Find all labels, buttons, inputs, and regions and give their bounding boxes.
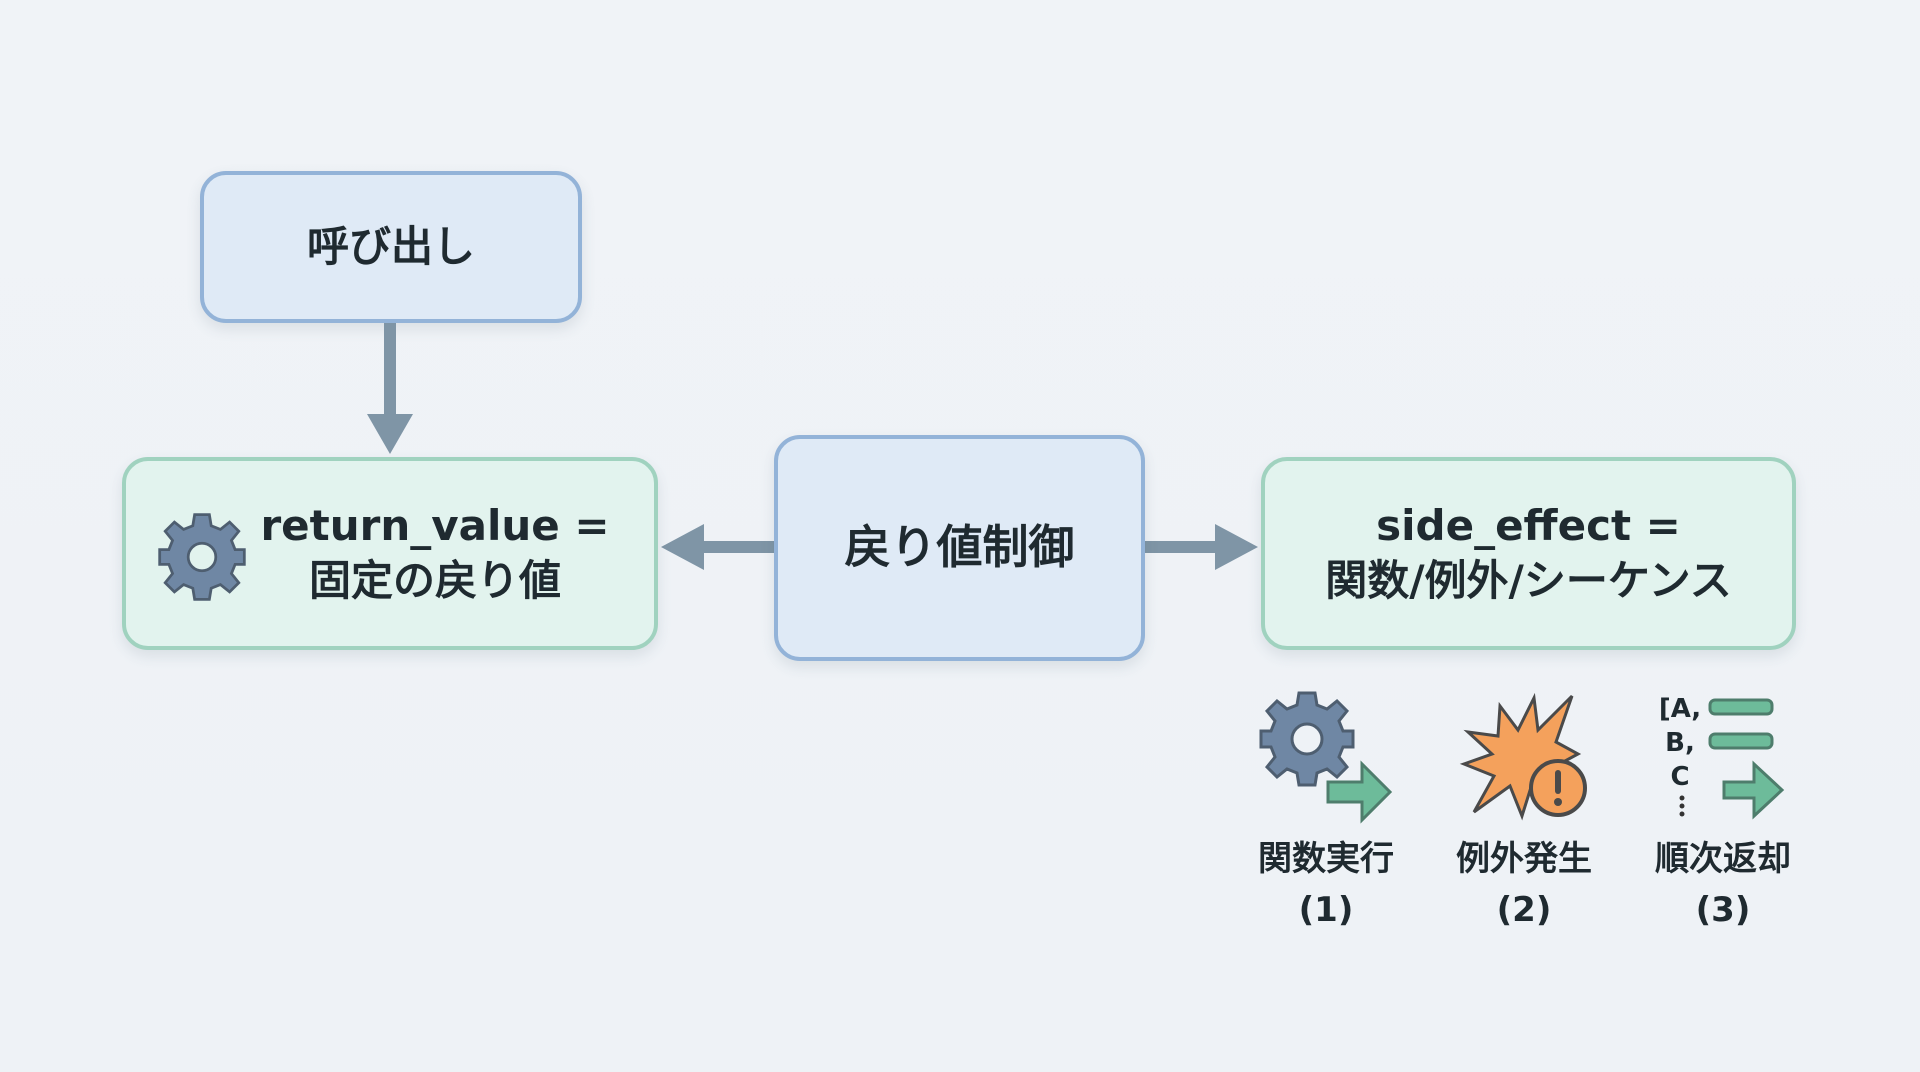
control-node: 戻り値制御	[774, 435, 1145, 661]
option-function: 関数実行 (1)	[1226, 834, 1426, 936]
seq-b: B,	[1665, 728, 1695, 758]
option-label: 例外発生	[1456, 839, 1592, 879]
return-value-node: return_value = 固定の戻り値	[122, 457, 658, 650]
return-value-line1: return_value =	[260, 500, 610, 550]
explosion-warning-icon	[1459, 692, 1587, 821]
option-sequence: 順次返却 (3)	[1623, 834, 1823, 936]
sequence-list-icon: [A, B, C	[1658, 692, 1798, 822]
option-exception: 例外発生 (2)	[1424, 834, 1624, 936]
call-node: 呼び出し	[200, 171, 582, 323]
side-effect-line2: 関数/例外/シーケンス	[1325, 555, 1732, 605]
gear-icon	[158, 513, 246, 601]
call-label: 呼び出し	[306, 221, 475, 271]
control-label: 戻り値制御	[844, 520, 1075, 575]
option-number: (1)	[1298, 890, 1354, 930]
return-value-line2: 固定の戻り値	[308, 555, 561, 605]
option-number: (3)	[1695, 890, 1751, 930]
side-effect-node: side_effect = 関数/例外/シーケンス	[1261, 457, 1796, 650]
side-effect-line1: side_effect =	[1376, 500, 1681, 550]
option-label: 順次返却	[1655, 839, 1791, 879]
seq-a: [A,	[1658, 694, 1702, 724]
seq-c: C	[1670, 762, 1690, 792]
option-number: (2)	[1496, 890, 1552, 930]
gear-arrow-icon	[1259, 691, 1393, 824]
option-label: 関数実行	[1258, 839, 1394, 879]
